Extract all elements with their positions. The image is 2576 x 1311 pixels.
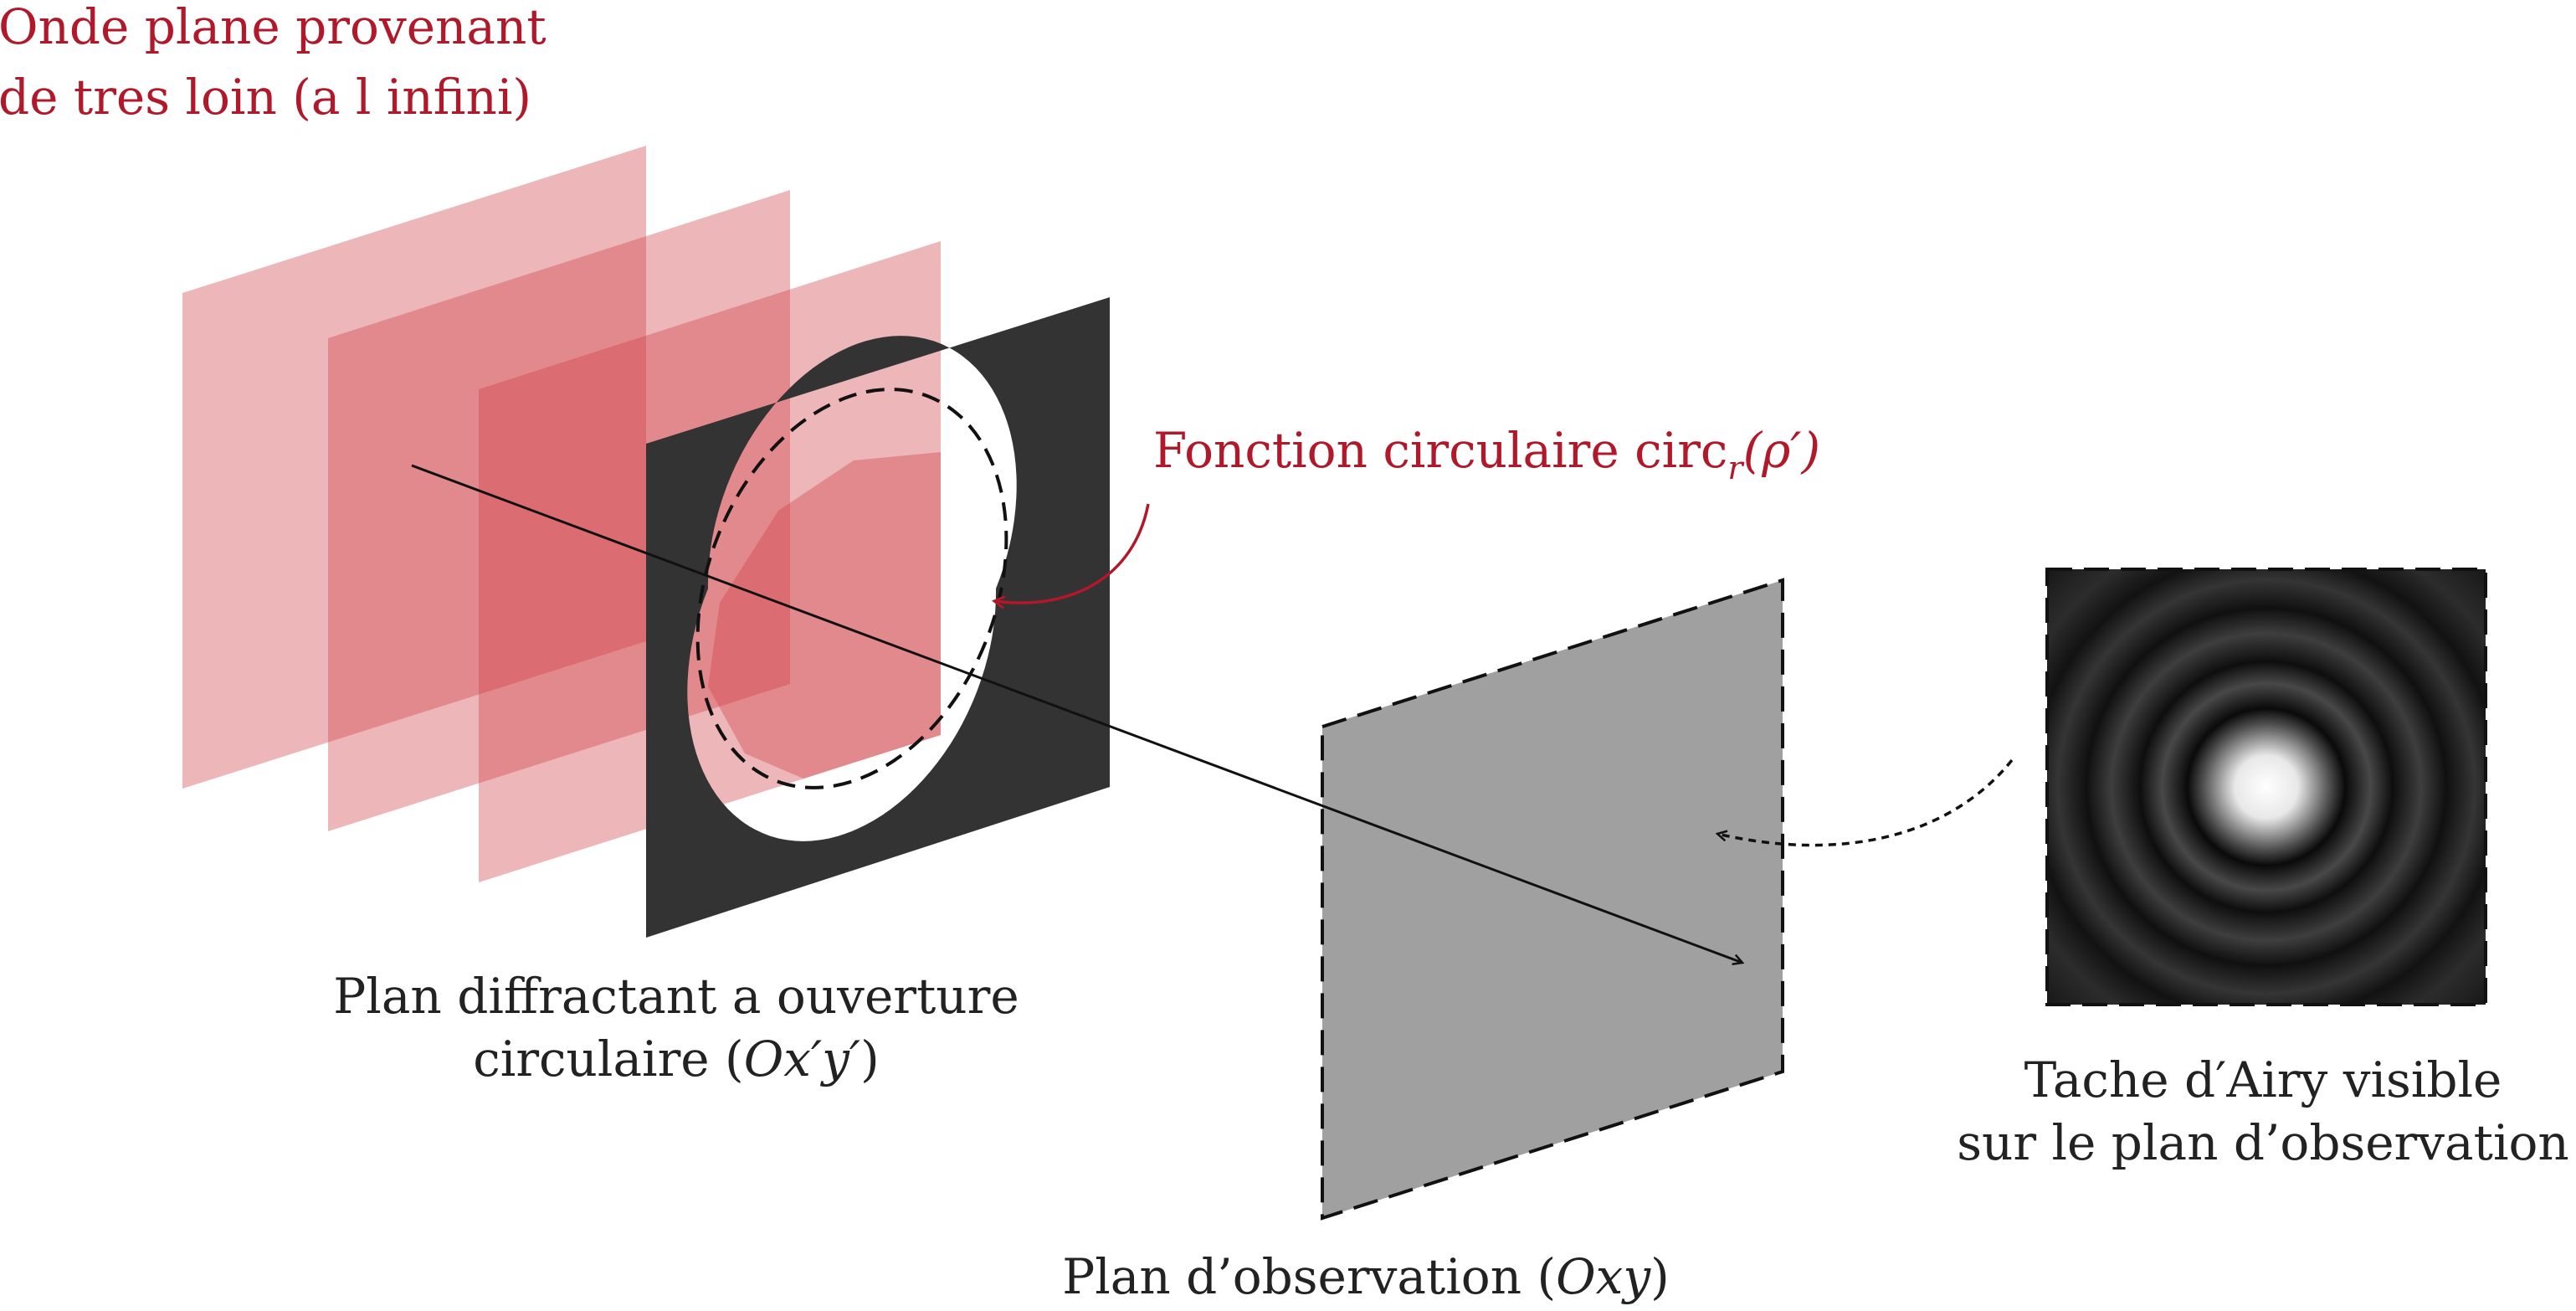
observation-label: Plan d’observation (Oxy): [1062, 1248, 1670, 1305]
airy-label-line1: Tache d′Airy visible: [2024, 1051, 2502, 1108]
wave-label-line1: Onde plane provenant: [0, 0, 547, 55]
airy-label-line2: sur le plan d’observation: [1957, 1114, 2569, 1171]
aperture-light: [708, 452, 941, 779]
circ-function-label: Fonction circulaire circr(ρ′): [1153, 422, 1820, 486]
observation-label-math: Oxy: [1556, 1248, 1651, 1305]
diffract-label-prefix: circulaire (: [473, 1031, 743, 1087]
observation-label-suffix: ): [1650, 1248, 1670, 1305]
circ-function-subscript: r: [1727, 450, 1745, 486]
observation-label-prefix: Plan d’observation (: [1062, 1248, 1556, 1305]
observation-plane: [1321, 578, 1784, 1221]
diffract-label-line2: circulaire (Ox′y′): [473, 1031, 879, 1087]
wave-label-line2: de tres loin (a l infini): [0, 69, 531, 126]
airy-arrow: [1717, 758, 2014, 847]
circ-arrow: [994, 503, 1150, 603]
aperture-contour: [695, 388, 1008, 789]
diffract-label-line1: Plan diffractant a ouverture: [333, 968, 1019, 1025]
diffract-label-suffix: ): [860, 1031, 880, 1087]
optical-axis: [411, 464, 1742, 963]
circ-function-text: Fonction circulaire circ: [1153, 422, 1727, 479]
airy-pattern: [2045, 568, 2487, 1006]
circ-function-argument: (ρ′): [1743, 422, 1821, 479]
diffract-label-math: Ox′y′: [744, 1031, 860, 1087]
diffracting-screen: [646, 297, 1110, 938]
